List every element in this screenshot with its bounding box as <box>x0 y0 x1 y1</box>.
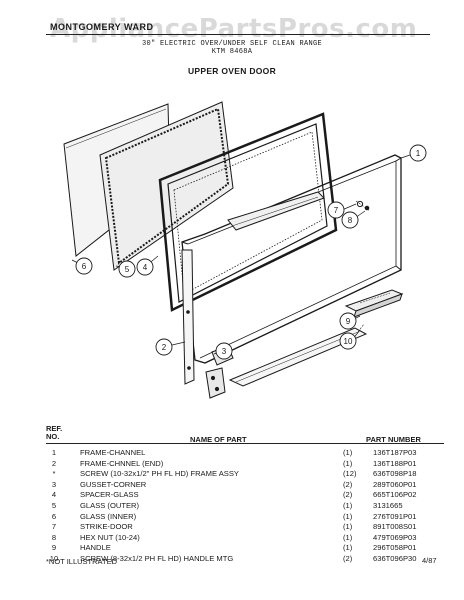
row-part-number: 891T008S01 <box>373 522 417 532</box>
table-row: 1 FRAME-CHANNEL (1) 136T187P03 <box>46 448 444 459</box>
row-part-number: 636T098P18 <box>373 469 417 479</box>
row-ref: 5 <box>51 500 57 510</box>
table-row: 2 FRAME-CHNNEL (END) (1) 136T188P01 <box>46 459 444 470</box>
glass-spacer <box>104 107 230 265</box>
row-part-number: 665T106P02 <box>373 490 417 500</box>
row-part-number: 296T058P01 <box>373 543 417 553</box>
row-qty: (2) <box>343 490 353 500</box>
row-name: FRAME-CHANNEL <box>80 448 146 457</box>
header-rule <box>46 34 430 35</box>
row-ref: * <box>52 469 56 479</box>
row-ref: 1 <box>51 448 57 457</box>
callout-8: 8 <box>348 216 353 225</box>
row-name: FRAME-CHNNEL (END) <box>80 458 164 468</box>
table-row: * SCREW (10-32x1/2" PH FL HD) FRAME ASSY (… <box>46 469 444 480</box>
table-row: 8 HEX NUT (10-24) (1) 479T069P03 <box>46 533 444 544</box>
callout-1: 1 <box>416 149 421 158</box>
row-name: GUSSET-CORNER <box>80 479 147 489</box>
row-name: GLASS (INNER) <box>80 511 137 521</box>
gusset-corner <box>205 367 226 399</box>
table-row: 5 GLASS (OUTER) (1) 3131665 <box>46 501 444 512</box>
row-ref: 9 <box>51 543 57 553</box>
not-illustrated-note: *NOT ILLUSTRATED <box>46 557 117 566</box>
table-row: 6 GLASS (INNER) (1) 276T091P01 <box>46 512 444 523</box>
hex-nut <box>356 200 364 208</box>
callout-2: 2 <box>162 343 167 352</box>
row-part-number: 636T096P30 <box>373 553 417 563</box>
row-part-number: 479T069P03 <box>373 532 417 542</box>
row-qty: (1) <box>343 543 353 553</box>
row-name: SCREW (10-32x1/2" PH FL HD) FRAME ASSY <box>80 469 239 479</box>
row-qty: (1) <box>343 511 353 521</box>
ref-header-line-2: NO. <box>46 432 60 441</box>
exploded-diagram: 1 2 3 4 5 6 7 8 9 10 <box>63 101 427 399</box>
row-name: HANDLE <box>80 543 111 553</box>
frame-channel-end <box>181 249 195 385</box>
row-ref: 8 <box>51 532 57 542</box>
revision-date: 4/87 <box>422 556 437 565</box>
row-qty: (1) <box>343 448 353 457</box>
part-number-header: PART NUMBER <box>366 435 421 444</box>
parts-table-header: REF. NO. NAME OF PART PART NUMBER <box>46 425 444 444</box>
section-title: UPPER OVEN DOOR <box>187 66 277 76</box>
row-ref: 4 <box>51 490 57 500</box>
row-part-number: 136T188P01 <box>373 458 417 468</box>
row-qty: (12) <box>343 469 357 479</box>
row-name: GLASS (OUTER) <box>80 500 140 510</box>
table-row: 9 HANDLE (1) 296T058P01 <box>46 543 444 554</box>
table-row: 10 SCREW (8-32x1/2 PH FL HD) HANDLE MTG (2… <box>46 554 444 565</box>
row-name: SPACER-GLASS <box>80 490 139 500</box>
row-name: SCREW (8-32x1/2 PH FL HD) HANDLE MTG <box>80 553 234 563</box>
row-ref: 7 <box>51 522 57 532</box>
row-name: HEX NUT (10-24) <box>80 532 140 542</box>
row-part-number: 3131665 <box>373 500 403 510</box>
row-ref: 3 <box>51 479 57 489</box>
table-row: 7 STRIKE-DOOR (1) 891T008S01 <box>46 522 444 533</box>
row-qty: (1) <box>343 500 353 510</box>
row-qty: (1) <box>343 458 353 468</box>
row-ref: 6 <box>51 511 57 521</box>
door-frame-assembly <box>158 112 338 312</box>
callout-4: 4 <box>143 263 148 272</box>
row-qty: (1) <box>343 522 353 532</box>
callout-6: 6 <box>82 262 87 271</box>
model-number: KTM 8468A <box>211 48 253 56</box>
model-description: 30" ELECTRIC OVER/UNDER SELF CLEAN RANGE <box>141 40 323 48</box>
row-part-number: 136T187P03 <box>373 448 417 457</box>
ref-header: REF. NO. <box>46 425 62 441</box>
callout-7: 7 <box>334 206 339 215</box>
row-ref: 2 <box>51 458 57 468</box>
table-row: 3 GUSSET-CORNER (2) 289T060P01 <box>46 480 444 491</box>
table-row: 4 SPACER-GLASS (2) 665T106P02 <box>46 490 444 501</box>
outer-glass-panel <box>99 101 234 271</box>
brand-name: MONTGOMERY WARD <box>50 22 154 32</box>
row-part-number: 289T060P01 <box>373 479 417 489</box>
callout-3: 3 <box>222 347 227 356</box>
row-qty: (2) <box>343 553 353 563</box>
ref-header-line-1: REF. <box>46 424 63 433</box>
name-header: NAME OF PART <box>190 435 247 444</box>
row-qty: (2) <box>343 479 353 489</box>
callout-10: 10 <box>344 337 353 346</box>
row-ref: 10 <box>49 553 59 563</box>
row-part-number: 276T091P01 <box>373 511 417 521</box>
watermark: AppliancePartsPros.com <box>50 14 418 44</box>
callout-5: 5 <box>125 265 130 274</box>
callout-9: 9 <box>346 317 351 326</box>
row-name: STRIKE-DOOR <box>80 522 133 532</box>
row-qty: (1) <box>343 532 353 542</box>
